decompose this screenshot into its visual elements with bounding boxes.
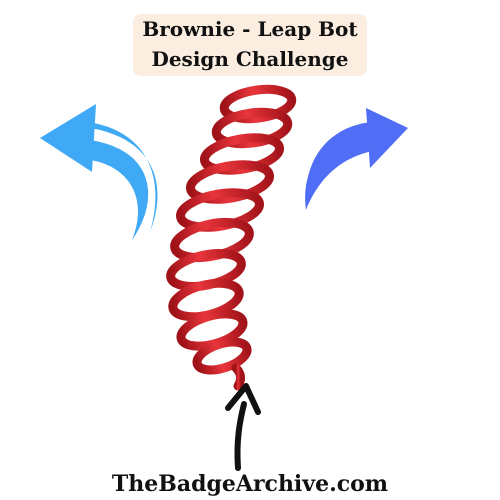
curved-arrow-left-icon xyxy=(40,104,158,240)
curved-arrow-right-icon xyxy=(305,108,408,210)
title-banner xyxy=(133,14,367,76)
coil-spring-illustration xyxy=(166,84,297,391)
arrow-up-icon xyxy=(225,383,261,471)
title-line-2: Design Challenge xyxy=(151,47,349,71)
title-line-1: Brownie - Leap Bot xyxy=(142,17,358,41)
website-footer: TheBadgeArchive.com xyxy=(111,471,389,497)
